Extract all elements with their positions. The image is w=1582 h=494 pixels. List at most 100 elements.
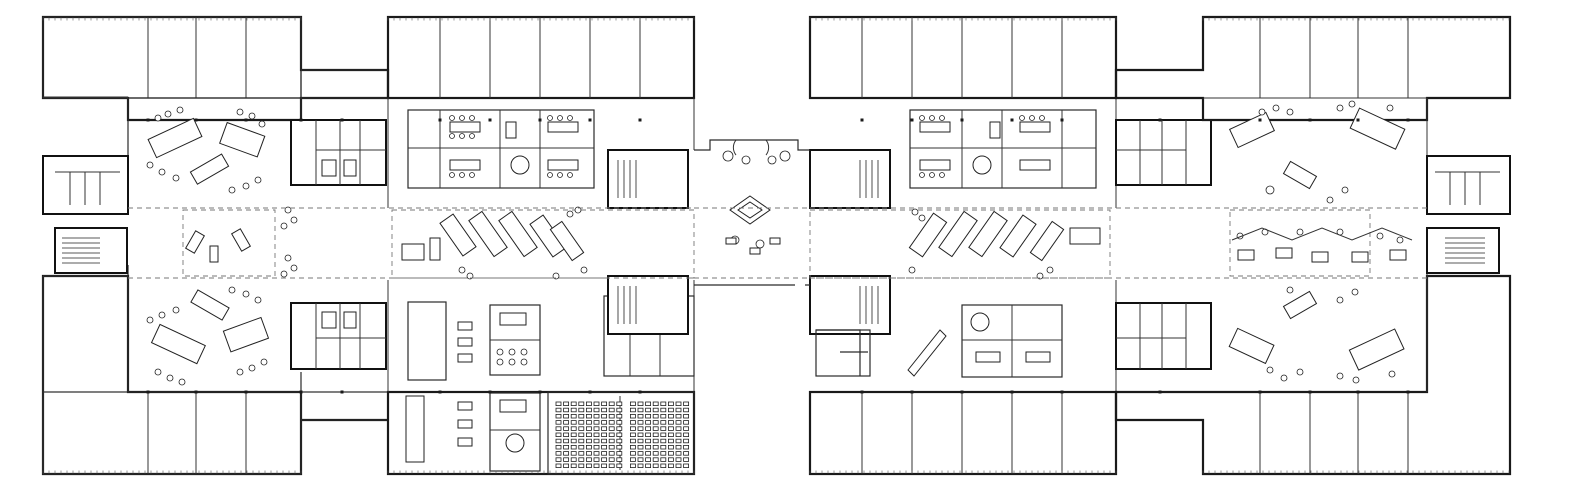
seat (683, 451, 689, 456)
seat (683, 413, 689, 419)
seat (593, 457, 600, 462)
seat (630, 432, 636, 437)
seat (675, 457, 682, 462)
seat (608, 451, 615, 456)
seat (675, 463, 682, 468)
column (1010, 118, 1014, 122)
column (299, 118, 303, 122)
seat (578, 444, 585, 450)
seat (578, 451, 585, 456)
seat (660, 451, 667, 456)
seat (555, 438, 562, 444)
seat (660, 420, 667, 425)
seat (668, 420, 674, 425)
seat (660, 432, 667, 437)
seat (660, 444, 667, 450)
seat (601, 413, 607, 419)
column (194, 390, 198, 394)
seat (652, 420, 659, 425)
seat (578, 463, 585, 468)
column (1060, 118, 1064, 122)
seat (637, 432, 644, 437)
facade-mullions (42, 17, 1510, 474)
seat (652, 413, 659, 419)
seat (683, 438, 689, 444)
seat (675, 407, 682, 413)
seat (630, 426, 636, 431)
seat (652, 451, 659, 456)
core-east-north (1115, 119, 1212, 186)
column (438, 118, 442, 122)
column (146, 390, 150, 394)
seat (555, 457, 562, 462)
column (244, 390, 248, 394)
column (1060, 390, 1064, 394)
seat (645, 426, 651, 431)
seat (660, 413, 667, 419)
seat (608, 420, 615, 425)
seat (652, 426, 659, 431)
seat (616, 432, 623, 437)
seat (683, 432, 689, 437)
seat (601, 444, 607, 450)
seat (616, 420, 623, 425)
seat (570, 426, 577, 431)
seat (578, 401, 585, 406)
seat (586, 444, 592, 450)
seat (563, 413, 569, 419)
seat (570, 451, 577, 456)
seat (645, 451, 651, 456)
seat (660, 426, 667, 431)
seat (668, 432, 674, 437)
seat (578, 420, 585, 425)
seat (652, 432, 659, 437)
column (146, 118, 150, 122)
seat (675, 413, 682, 419)
column (1158, 390, 1162, 394)
seat (683, 463, 689, 468)
seat (555, 401, 562, 406)
seat (668, 451, 674, 456)
seat (668, 426, 674, 431)
seat (668, 463, 674, 468)
column (860, 118, 864, 122)
seat (637, 420, 644, 425)
seat (675, 444, 682, 450)
seat (593, 432, 600, 437)
column (340, 118, 344, 122)
seat (645, 463, 651, 468)
seat (601, 432, 607, 437)
seat (630, 413, 636, 419)
seat (586, 426, 592, 431)
seat (570, 463, 577, 468)
core-west-south (290, 302, 387, 370)
seat (593, 438, 600, 444)
seat (601, 457, 607, 462)
column (1010, 390, 1014, 394)
column (1356, 390, 1360, 394)
seat (645, 444, 651, 450)
seat (608, 426, 615, 431)
seat (683, 407, 689, 413)
seat (616, 457, 623, 462)
seat (563, 420, 569, 425)
seat (660, 407, 667, 413)
seat (668, 413, 674, 419)
seat (683, 401, 689, 406)
seat (555, 407, 562, 413)
seat (645, 401, 651, 406)
seat (555, 444, 562, 450)
column (1258, 390, 1262, 394)
seat (586, 420, 592, 425)
seat (660, 438, 667, 444)
column (588, 390, 592, 394)
column (960, 390, 964, 394)
seat (570, 444, 577, 450)
seat (660, 463, 667, 468)
column (299, 390, 303, 394)
seat (563, 457, 569, 462)
column (538, 390, 542, 394)
seat (563, 451, 569, 456)
column (860, 390, 864, 394)
seat (652, 407, 659, 413)
